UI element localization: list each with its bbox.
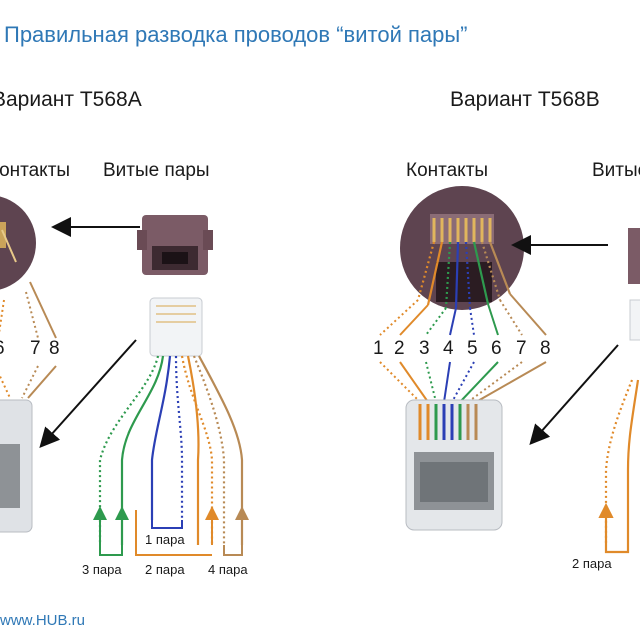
right-pin-number: 6 — [491, 338, 502, 359]
left-pin-number: 6 — [0, 338, 5, 360]
right-pin-number: 4 — [443, 338, 454, 359]
right-pin-number: 3 — [419, 338, 430, 359]
left-pairs-plug-icon — [149, 297, 203, 357]
left-rj45-jack-icon — [137, 215, 213, 275]
page-title: Правильная разводка проводов “витой пары… — [4, 22, 468, 47]
pair-label: 1 пара — [145, 532, 185, 547]
right-rj45-plug-icon — [405, 399, 503, 531]
pair-label: 2 пара — [145, 562, 185, 577]
left-contacts-label: Контакты — [0, 160, 71, 181]
right-pin-number: 1 — [373, 338, 384, 359]
footer-url: www.HUB.ru — [0, 612, 86, 629]
left-diagonal-arrow-icon — [39, 339, 137, 448]
right-rj45-jack-icon — [628, 228, 640, 341]
pair-label: 4 пара — [208, 562, 248, 577]
right-pin-number: 2 — [394, 338, 405, 359]
right-diagonal-arrow-icon — [529, 344, 619, 445]
left-contact-wires — [0, 281, 57, 399]
pair-label: 3 пара — [82, 562, 122, 577]
right-contact-wires — [379, 293, 547, 403]
right-contacts-label: Контакты — [406, 160, 489, 181]
left-pairs-label: Витые пары — [103, 160, 210, 181]
right-pairs-label: Витые пары — [592, 160, 640, 181]
right-magnifier-wires — [416, 241, 512, 309]
variant-b-title: Вариант T568B — [450, 88, 600, 111]
right-pin-number: 5 — [467, 338, 478, 359]
right-pin-number: 8 — [540, 338, 551, 359]
pair-label: 2 пара — [572, 556, 612, 571]
left-pin-number: 8 — [49, 338, 60, 359]
right-twisted-pairs — [598, 379, 640, 554]
right-pin-number: 7 — [516, 338, 527, 359]
right-contacts-magnifier-icon — [400, 186, 524, 310]
variant-a-title: Вариант T568A — [0, 88, 142, 111]
left-rj45-plug-icon — [0, 399, 33, 533]
left-twisted-pairs — [98, 355, 244, 545]
left-pin-number: 7 — [30, 338, 41, 359]
left-contacts-magnifier-icon — [0, 196, 36, 290]
left-pair-brackets — [93, 506, 249, 556]
